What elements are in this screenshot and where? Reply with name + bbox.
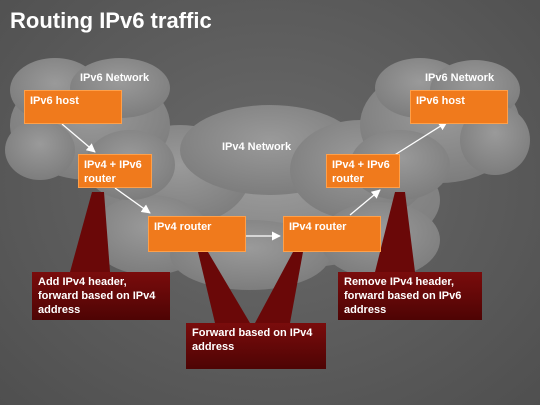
arrow-ipv4-b-to-router-right — [349, 189, 381, 216]
arrow-host-to-router-left — [61, 123, 96, 153]
note-remove-ipv4-header: Remove IPv4 header, forward based on IPv… — [338, 272, 482, 320]
node-left-ipv6-host: IPv6 host — [24, 90, 122, 124]
callout-pointer-add — [70, 192, 110, 272]
arrow-router-left-to-ipv4-a — [114, 187, 151, 214]
note-forward-ipv4: Forward based on IPv4 address — [186, 323, 326, 369]
label-ipv4-network: IPv4 Network — [222, 141, 292, 153]
slide-title: Routing IPv6 traffic — [10, 8, 212, 33]
arrow-router-right-to-host — [392, 121, 448, 157]
node-right-ipv6-host: IPv6 host — [410, 90, 508, 124]
note-add-ipv4-header: Add IPv4 header, forward based on IPv4 a… — [32, 272, 170, 320]
callout-pointer-forward-right — [255, 252, 303, 323]
callout-pointer-remove — [375, 192, 415, 272]
label-left-ipv6-network: IPv6 Network — [80, 72, 150, 84]
node-left-dual-router: IPv4 + IPv6 router — [78, 154, 152, 188]
node-right-dual-router: IPv4 + IPv6 router — [326, 154, 400, 188]
node-ipv4-router-a: IPv4 router — [148, 216, 246, 252]
node-ipv4-router-b: IPv4 router — [283, 216, 381, 252]
label-right-ipv6-network: IPv6 Network — [425, 72, 495, 84]
callout-pointer-forward-left — [198, 252, 250, 323]
